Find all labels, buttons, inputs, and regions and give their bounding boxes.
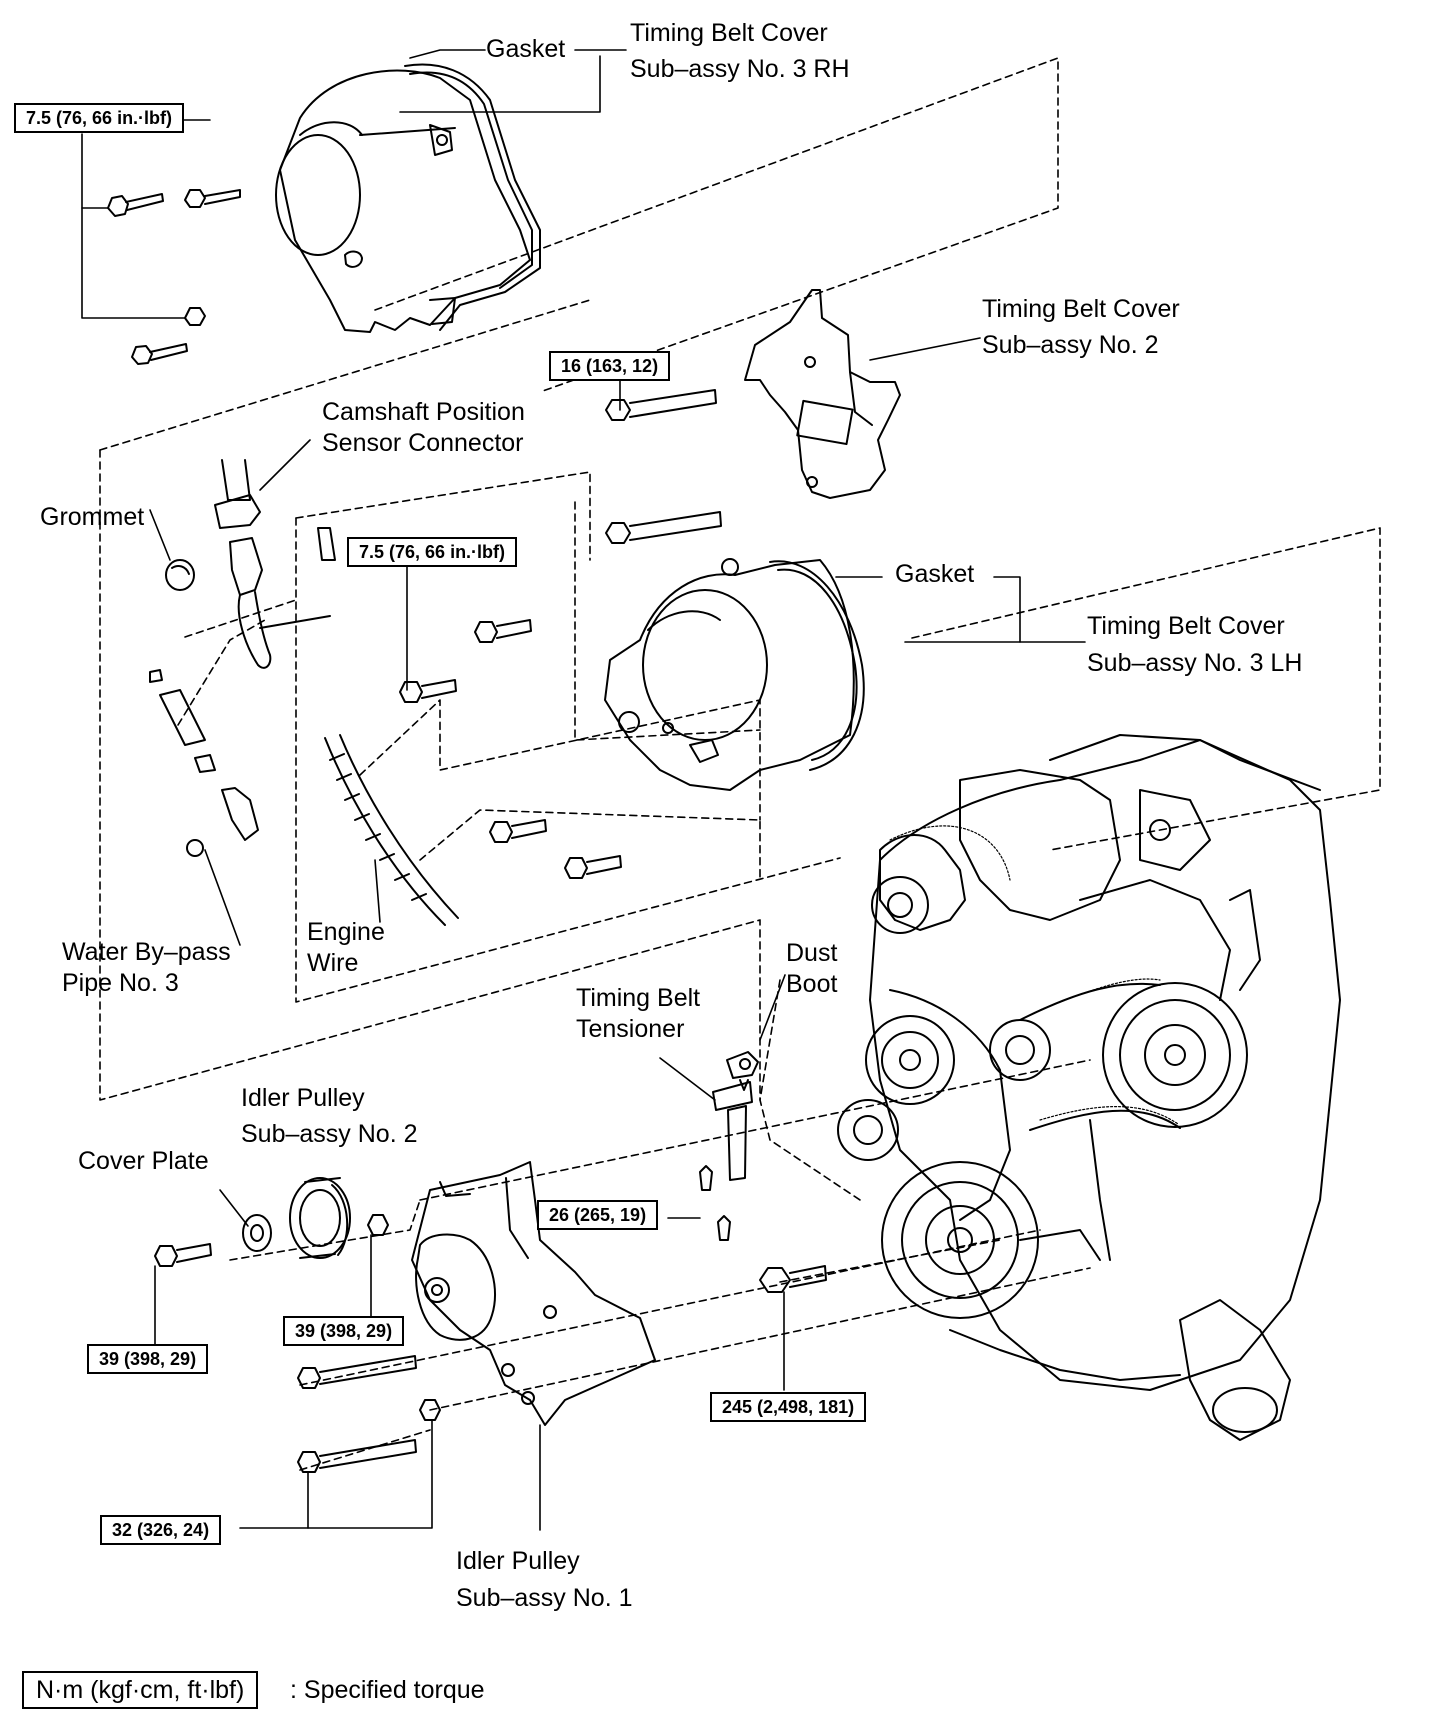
label-tensioner-line1: Timing Belt (576, 984, 701, 1012)
label-cover-no2-line2: Sub–assy No. 2 (982, 331, 1159, 359)
timing-belt-tensioner (699, 1079, 753, 1241)
bolts-lh-cover (399, 619, 622, 879)
label-coverplate: Cover Plate (78, 1147, 209, 1175)
bolts-rh-cover (107, 189, 241, 365)
label-dustboot-line1: Dust (786, 939, 838, 967)
torque-idler1: 32 (326, 24) (100, 1515, 222, 1545)
legend-unit-box: N·m (kgf·cm, ft·lbf) (22, 1671, 259, 1709)
idler-pulley-no1 (411, 1161, 656, 1426)
label-cover-lh-line1: Timing Belt Cover (1087, 612, 1285, 640)
label-waterpipe-line2: Pipe No. 3 (62, 969, 179, 997)
assembly-dashed-lines (99, 57, 1381, 1471)
leader-lines (81, 49, 1086, 1531)
label-idler1-line1: Idler Pulley (456, 1547, 580, 1575)
idler-bolts (154, 1214, 441, 1473)
torque-rh-cover: 7.5 (76, 66 in.·lbf) (14, 103, 185, 133)
label-enginewire-line2: Wire (307, 949, 359, 977)
torque-lh-cover: 7.5 (76, 66 in.·lbf) (347, 537, 518, 567)
label-gasket-lh: Gasket (895, 560, 975, 588)
engine-assembly (837, 734, 1341, 1441)
label-dustboot-line2: Boot (786, 970, 838, 998)
crankshaft-bolt (759, 1265, 827, 1293)
timing-belt-cover-no2 (744, 289, 901, 499)
timing-belt-cover-no3-lh (604, 558, 865, 791)
timing-belt-teeth (889, 825, 1179, 1125)
torque-coverplate: 39 (398, 29) (87, 1344, 209, 1374)
label-idler1-line2: Sub–assy No. 1 (456, 1584, 633, 1612)
torque-tensioner: 26 (265, 19) (537, 1200, 659, 1230)
label-enginewire-line1: Engine (307, 918, 385, 946)
label-cover-no2-line1: Timing Belt Cover (982, 295, 1180, 323)
label-gasket-rh: Gasket (486, 35, 566, 63)
torque-idler2: 39 (398, 29) (283, 1316, 405, 1346)
label-cover-lh-line2: Sub–assy No. 3 LH (1087, 649, 1303, 677)
label-idler2-line2: Sub–assy No. 2 (241, 1120, 418, 1148)
label-camshaft-line2: Sensor Connector (322, 429, 524, 457)
label-tensioner-line2: Tensioner (576, 1015, 685, 1043)
torque-crank-bolt: 245 (2,498, 181) (710, 1392, 867, 1422)
label-cover-rh-line2: Sub–assy No. 3 RH (630, 55, 850, 83)
engine-wire (324, 734, 459, 926)
bolts-no2-cover (605, 389, 722, 544)
camshaft-connector-parts (149, 459, 336, 857)
idler-pulley-no2 (289, 1177, 351, 1259)
dust-boot (726, 1051, 759, 1079)
torque-no2-cover: 16 (163, 12) (549, 351, 671, 381)
cover-plate (242, 1214, 272, 1252)
label-grommet: Grommet (40, 503, 145, 531)
label-idler2-line1: Idler Pulley (241, 1084, 365, 1112)
label-waterpipe-line1: Water By–pass (62, 938, 231, 966)
label-camshaft-line1: Camshaft Position (322, 398, 525, 426)
legend-description: : Specified torque (290, 1676, 485, 1704)
label-cover-rh-line1: Timing Belt Cover (630, 19, 828, 47)
timing-belt-cover-no3-rh (275, 63, 541, 333)
